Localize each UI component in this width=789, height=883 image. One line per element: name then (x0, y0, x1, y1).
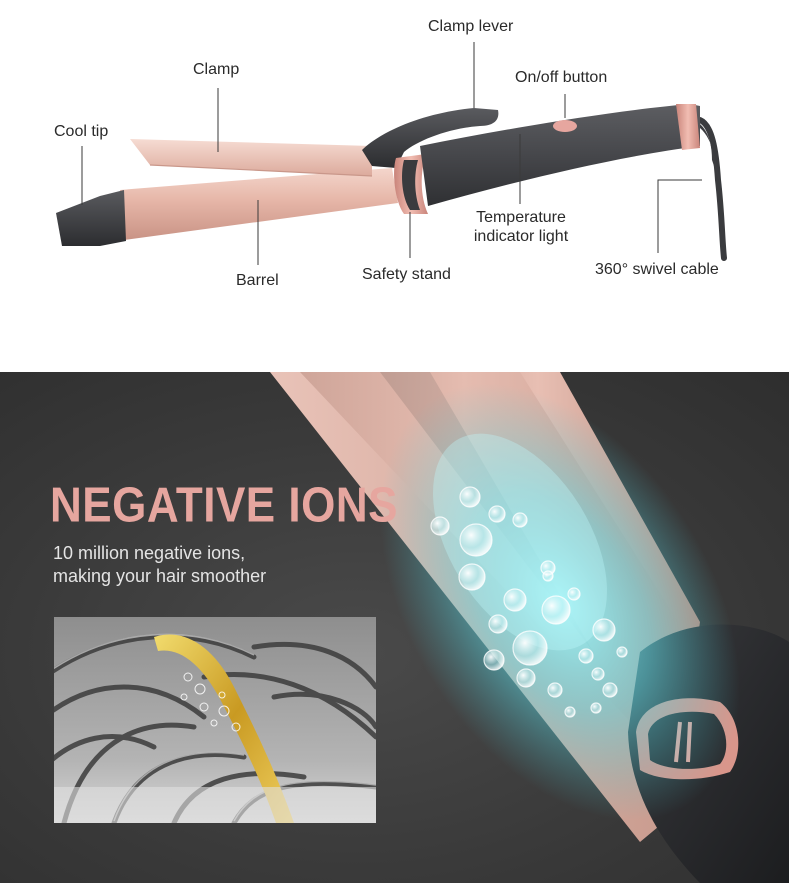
negative-ions-panel: NEGATIVE IONS 10 million negative ions, … (0, 372, 789, 883)
product-diagram-panel: Clamp lever Clamp On/off button Cool tip… (0, 0, 789, 372)
label-safety-stand: Safety stand (362, 266, 451, 283)
feature-description-line1: 10 million negative ions, (53, 543, 246, 563)
label-temperature-line2: indicator light (473, 228, 569, 245)
clamp-lever-shape (362, 108, 499, 168)
hair-strand-closeup-image (54, 617, 376, 823)
handle-end-band (676, 104, 700, 150)
barrel-shape (120, 168, 398, 240)
feature-description: 10 million negative ions, making your ha… (53, 542, 266, 588)
label-on-off-button: On/off button (515, 69, 608, 86)
golden-hair-strand (154, 634, 294, 823)
curling-iron-closeup (270, 372, 789, 883)
cool-tip-shape (56, 190, 126, 246)
handle-shape (420, 104, 700, 206)
on-off-button-shape (553, 120, 577, 132)
feature-description-line2: making your hair smoother (53, 566, 267, 586)
label-temperature-line1: Temperature (476, 209, 566, 226)
callout-lines (81, 42, 702, 265)
cable-strain-relief (688, 118, 722, 190)
label-clamp-lever: Clamp lever (428, 18, 514, 35)
label-clamp: Clamp (193, 61, 240, 78)
feature-title: NEGATIVE IONS (50, 478, 398, 533)
ion-bubbles (430, 486, 628, 718)
power-cable (697, 117, 727, 261)
label-temperature-indicator: Temperature indicator light (468, 208, 574, 246)
label-swivel-cable: 360° swivel cable (595, 261, 719, 278)
label-barrel: Barrel (236, 272, 279, 289)
curling-iron-illustration (56, 42, 727, 265)
label-cool-tip: Cool tip (54, 123, 109, 140)
